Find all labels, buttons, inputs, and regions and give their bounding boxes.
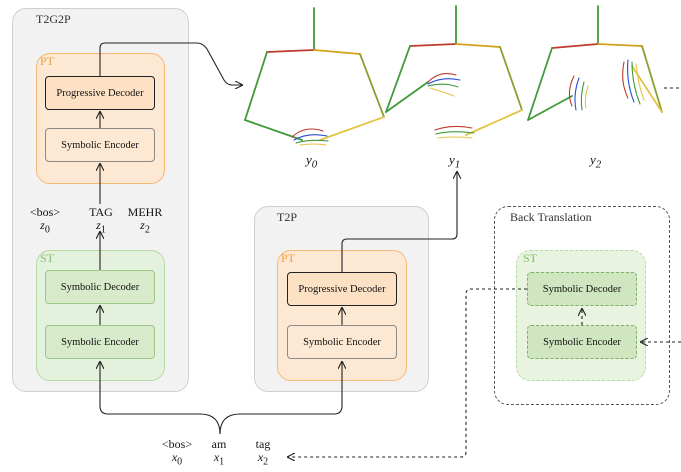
pose-skeleton-y1 bbox=[385, 5, 523, 139]
pose-skeleton-y0 bbox=[244, 7, 385, 146]
t2p-title: T2P bbox=[277, 210, 298, 224]
t2g2p-progressive-decoder: Progressive Decoder bbox=[45, 76, 155, 110]
t2g2p-st-symbolic-encoder: Symbolic Encoder bbox=[45, 325, 155, 359]
bt-symbolic-decoder: Symbolic Decoder bbox=[527, 272, 637, 306]
bt-st-label: ST bbox=[523, 251, 538, 265]
pose-label-2: y2 bbox=[590, 152, 602, 171]
t2g2p-st-label: ST bbox=[40, 251, 55, 265]
bt-symbolic-encoder: Symbolic Encoder bbox=[527, 325, 637, 359]
pose-label-0: y0 bbox=[306, 152, 318, 171]
gloss-token-0: <bos> z0 bbox=[29, 205, 61, 236]
arrow-t2p-decoder-to-y1 bbox=[341, 172, 457, 272]
text-token-2: tag x2 bbox=[255, 437, 271, 468]
gloss-token-2: MEHR z2 bbox=[127, 205, 163, 236]
t2g2p-title: T2G2P bbox=[36, 12, 71, 26]
arrow-bt-decoder-to-text bbox=[288, 288, 527, 457]
gloss-token-1: TAG z1 bbox=[89, 205, 113, 236]
pose-label-1: y1 bbox=[449, 152, 461, 171]
t2p-pt-label: PT bbox=[281, 251, 296, 265]
t2g2p-pt-label: PT bbox=[40, 54, 55, 68]
arrow-decoder-to-poses bbox=[99, 42, 242, 85]
arrow-text-to-t2p bbox=[219, 362, 342, 435]
t2p-progressive-decoder: Progressive Decoder bbox=[287, 272, 397, 306]
text-token-1: am x1 bbox=[211, 437, 227, 468]
pose-skeleton-y2 bbox=[527, 5, 663, 121]
back-translation-title: Back Translation bbox=[510, 210, 592, 224]
arrow-text-to-t2g2p bbox=[100, 362, 221, 435]
text-token-0: <bos> x0 bbox=[161, 437, 193, 468]
t2p-symbolic-encoder: Symbolic Encoder bbox=[287, 325, 397, 359]
t2g2p-symbolic-encoder: Symbolic Encoder bbox=[45, 128, 155, 162]
t2g2p-symbolic-decoder: Symbolic Decoder bbox=[45, 270, 155, 304]
